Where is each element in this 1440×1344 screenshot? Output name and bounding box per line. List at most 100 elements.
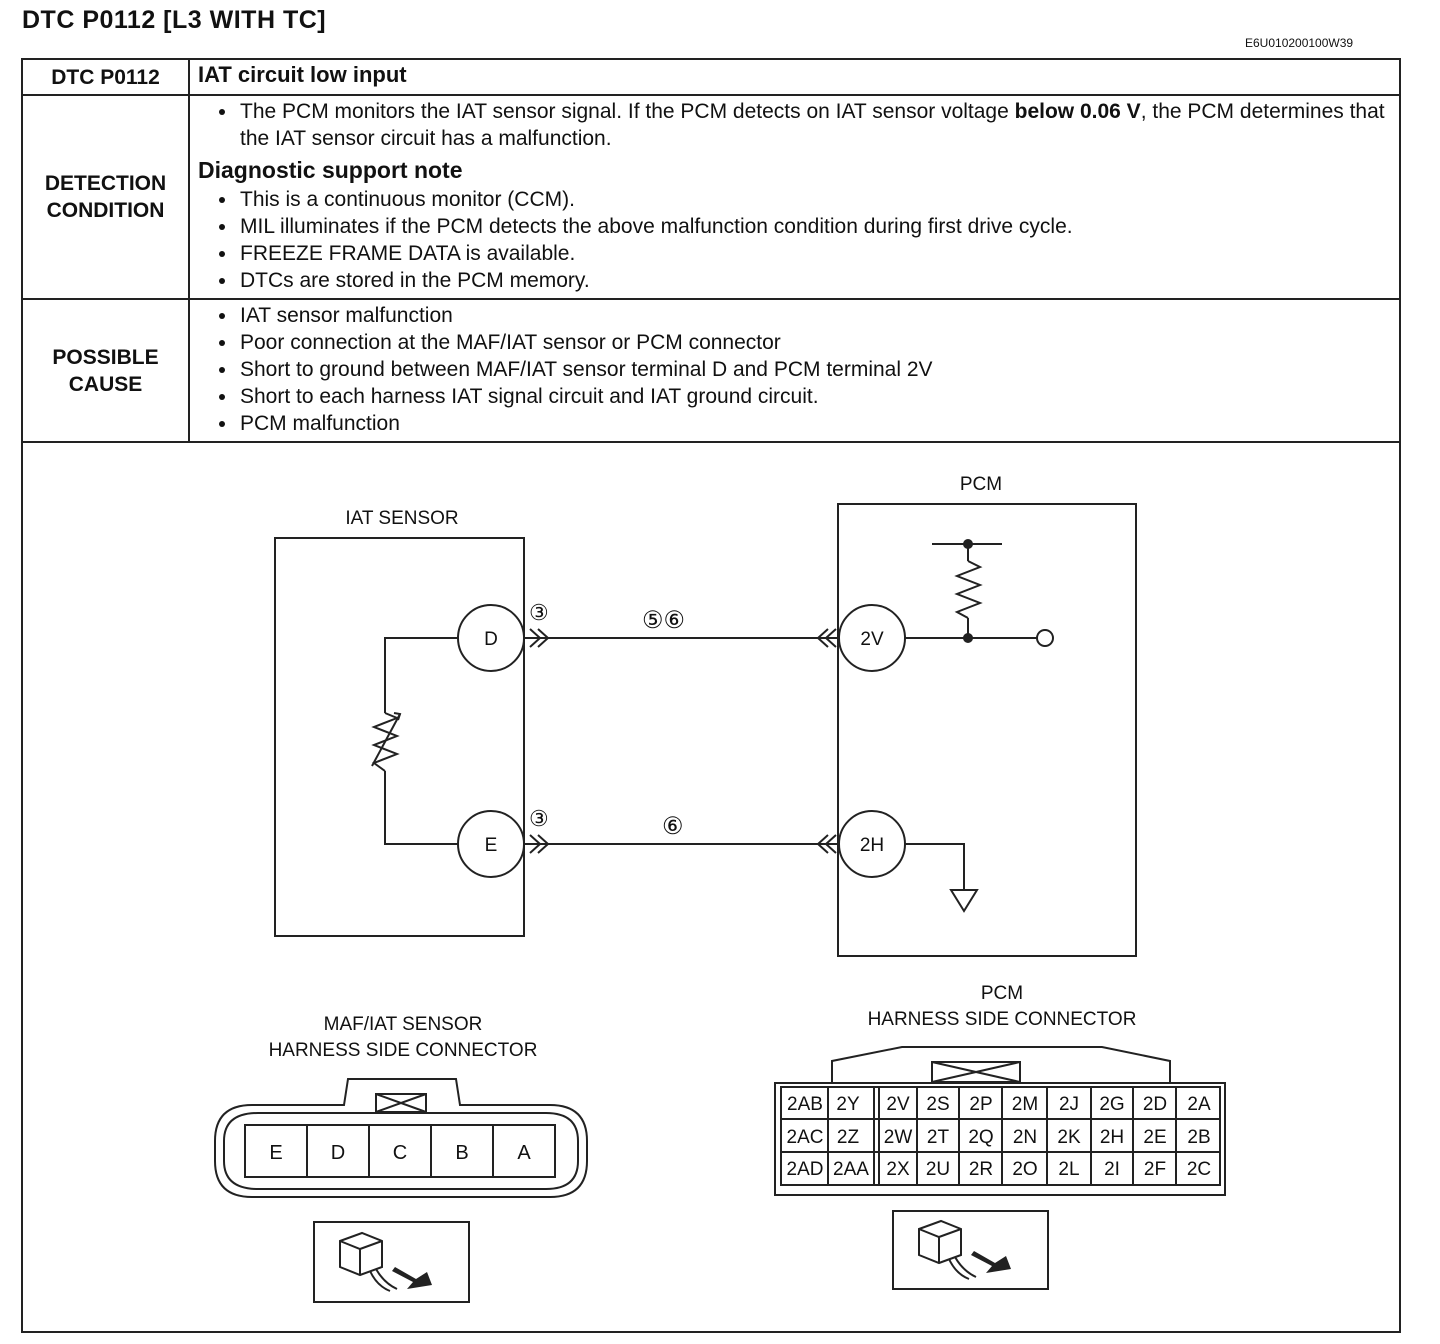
maf-pin-labels: E D C B A <box>269 1142 531 1164</box>
possible-cause-label-line1: POSSIBLE <box>52 345 159 369</box>
connector-chevron <box>529 628 542 648</box>
maf-pin: E <box>269 1142 282 1164</box>
connector-chevron <box>529 834 542 854</box>
pcm-pin: 2S <box>926 1094 949 1115</box>
list-item: DTCs are stored in the PCM memory. <box>238 267 1399 294</box>
maf-view-indicator <box>313 1221 470 1303</box>
maf-connector-title: MAF/IAT SENSOR <box>324 1014 483 1035</box>
diagnostic-note-heading: Diagnostic support note <box>198 157 463 183</box>
pcm-pin: 2D <box>1143 1094 1167 1115</box>
reference-number: ⑥ <box>662 813 684 840</box>
possible-cause-label: POSSIBLE CAUSE <box>21 298 190 443</box>
pcm-connector-hood <box>831 1046 1171 1083</box>
pcm-pin: 2G <box>1099 1094 1124 1115</box>
pcm-pin: 2O <box>1012 1159 1037 1180</box>
latch-cross <box>375 1093 427 1113</box>
iat-sensor-label: IAT SENSOR <box>345 508 458 529</box>
dtc-code-cell: DTC P0112 <box>21 58 190 96</box>
ground-wire <box>905 843 965 889</box>
pull-up-resistor <box>954 560 983 619</box>
pcm-pin: 2U <box>926 1159 950 1180</box>
dtc-description-cell: IAT circuit low input <box>188 58 1401 96</box>
list-item: Short to ground between MAF/IAT sensor t… <box>238 356 1399 383</box>
pcm-connector-title: PCM <box>981 983 1023 1004</box>
detection-label: DETECTION CONDITION <box>21 94 190 300</box>
connector-chevron <box>824 834 837 854</box>
junction-dot <box>963 633 973 643</box>
pcm-pin: 2X <box>886 1159 910 1180</box>
pcm-output-terminal <box>1036 629 1054 647</box>
detection-label-line2: CONDITION <box>46 199 165 222</box>
pcm-pin: 2AD <box>787 1159 824 1180</box>
wire-icon <box>369 1268 398 1292</box>
pcm-pin: 2I <box>1104 1159 1120 1180</box>
pcm-pin: 2C <box>1187 1159 1211 1180</box>
connector-icon-edge <box>918 1228 962 1263</box>
thermistor-arrow <box>371 713 401 767</box>
list-item: Short to each harness IAT signal circuit… <box>238 383 1399 410</box>
pcm-label: PCM <box>960 474 1002 495</box>
list-item: This is a continuous monitor (CCM). <box>238 186 1399 213</box>
pcm-pin-block <box>780 1086 1221 1186</box>
maf-connector-shell <box>214 1078 588 1198</box>
pcm-pin: 2F <box>1144 1159 1166 1180</box>
detection-row: DETECTION CONDITION The PCM monitors the… <box>21 94 1401 300</box>
connector-icon <box>918 1219 962 1265</box>
terminal-2v-label: 2V <box>860 629 884 650</box>
ground-symbol <box>949 889 979 913</box>
pcm-pin: 2R <box>969 1159 993 1180</box>
detection-main-post: , the PCM determines that the IAT sensor… <box>240 100 1385 150</box>
detection-main-list: The PCM monitors the IAT sensor signal. … <box>190 98 1399 152</box>
maf-connector <box>214 1078 588 1198</box>
terminal-e-label: E <box>485 835 498 856</box>
list-item: IAT sensor malfunction <box>238 302 1399 329</box>
terminal-d-label: D <box>484 629 498 650</box>
sensor-wire-bottom <box>384 771 458 845</box>
pcm-connector-subtitle: HARNESS SIDE CONNECTOR <box>868 1009 1137 1030</box>
diagram-cell: IAT SENSOR PCM D E 2V 2H ③ ⑤⑥ ③ ⑥ MAF/IA… <box>21 441 1401 1333</box>
pcm-pin: 2P <box>969 1094 992 1115</box>
list-item: PCM malfunction <box>238 410 1399 437</box>
pcm-box <box>837 503 1137 957</box>
detection-content: The PCM monitors the IAT sensor signal. … <box>188 94 1401 300</box>
pcm-pin: 2N <box>1013 1127 1037 1148</box>
detection-main-bold: below 0.06 V <box>1014 100 1141 123</box>
connector-chevron <box>824 628 837 648</box>
pcm-pin: 2Z <box>837 1127 860 1148</box>
pcm-pin: 2H <box>1100 1127 1124 1148</box>
maf-pin: C <box>393 1142 407 1164</box>
wire-icon <box>948 1256 977 1280</box>
maf-pin-block <box>244 1124 556 1178</box>
pcm-pin: 2Y <box>836 1094 860 1115</box>
possible-cause-content: IAT sensor malfunction Poor connection a… <box>188 298 1401 443</box>
maf-pin: B <box>455 1142 468 1164</box>
connector-chevron <box>537 628 550 648</box>
maf-connector-latch <box>375 1093 427 1113</box>
reference-number: ③ <box>529 600 549 625</box>
iat-sensor-box <box>274 537 525 937</box>
list-item: MIL illuminates if the PCM detects the a… <box>238 213 1399 240</box>
pcm-pin-labels: 2AB 2Y 2V 2S 2P 2M 2J 2G 2D 2A 2AC 2Z 2W… <box>787 1094 1212 1180</box>
maf-pin: A <box>517 1142 531 1164</box>
connector-chevron <box>537 834 550 854</box>
pcm-connector <box>774 1046 1226 1196</box>
connector-chevron <box>816 628 829 648</box>
pcm-pin: 2AB <box>787 1094 823 1115</box>
list-item: Poor connection at the MAF/IAT sensor or… <box>238 329 1399 356</box>
list-item: FREEZE FRAME DATA is available. <box>238 240 1399 267</box>
pcm-pin: 2W <box>884 1127 913 1148</box>
pcm-pin: 2Q <box>968 1127 993 1148</box>
sensor-wire-top <box>384 637 458 713</box>
connector-icon <box>339 1231 383 1277</box>
wiring-diagram: IAT SENSOR PCM D E 2V 2H ③ ⑤⑥ ③ ⑥ MAF/IA… <box>214 474 1226 1303</box>
junction-dot <box>963 539 973 549</box>
pcm-pin: 2V <box>886 1094 910 1115</box>
view-arrow-icon <box>392 1267 432 1289</box>
pcm-pin: 2M <box>1012 1094 1038 1115</box>
reference-number: ③ <box>529 806 549 831</box>
page-title: DTC P0112 [L3 WITH TC] <box>22 6 327 34</box>
possible-cause-row: POSSIBLE CAUSE IAT sensor malfunction Po… <box>21 298 1401 443</box>
pcm-pin: 2A <box>1187 1094 1211 1115</box>
document-id: E6U010200100W39 <box>1245 36 1354 50</box>
connector-chevron <box>816 834 829 854</box>
